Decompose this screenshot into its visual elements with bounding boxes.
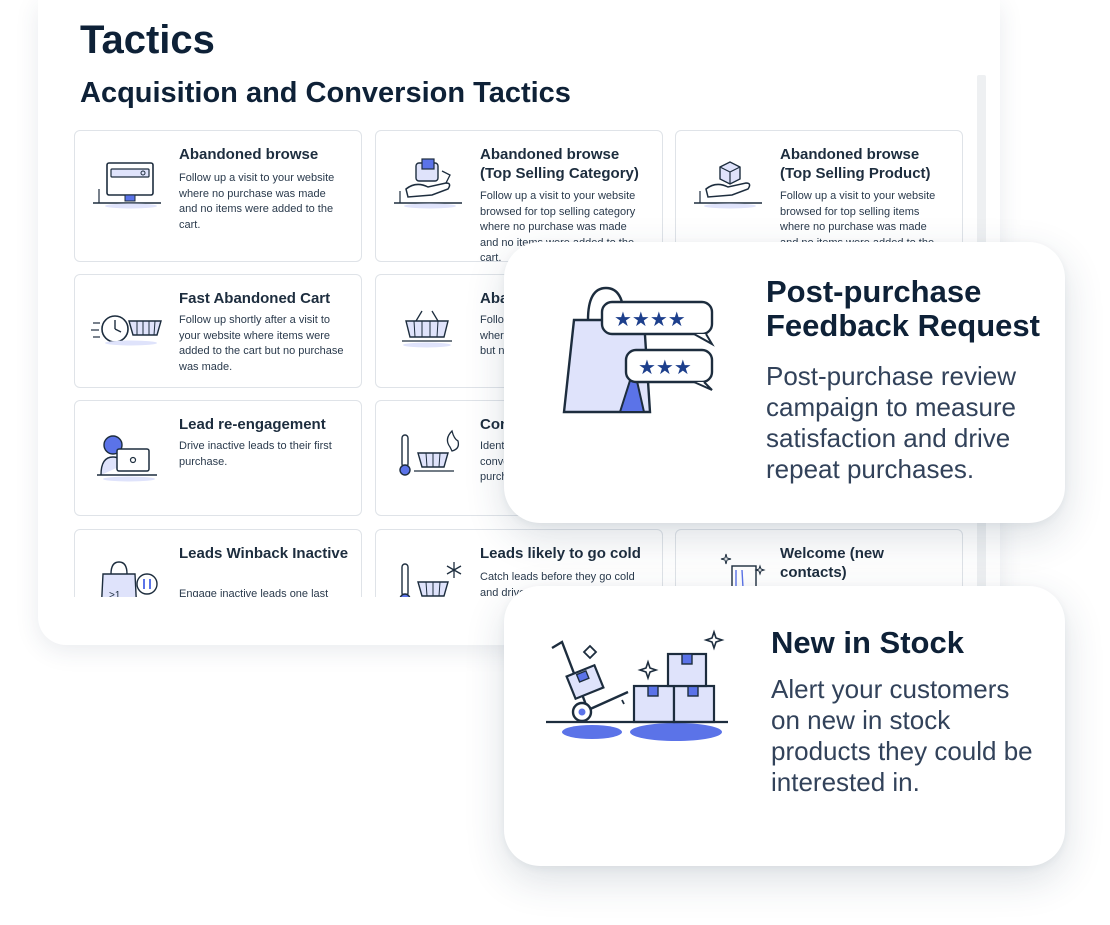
hand-box-icon <box>694 161 762 209</box>
computer-browse-icon <box>93 162 161 209</box>
card-description: Engage inactive leads one last time <box>179 588 329 597</box>
card-description: Drive inactive leads to their first purc… <box>179 440 332 468</box>
card-abandoned-browse[interactable]: Abandoned browse Follow up a visit to yo… <box>74 130 362 262</box>
card-title: Aba <box>480 290 509 307</box>
card-title: Leads likely to go cold <box>480 545 641 562</box>
hand-truck-boxes-icon <box>546 629 728 741</box>
svg-text:★★★★: ★★★★ <box>614 307 686 331</box>
card-title: Leads Winback Inactive <box>179 545 349 562</box>
thermometer-basket-snow-icon <box>399 562 462 597</box>
page-title: Tactics <box>80 18 215 62</box>
bag-pause-icon: >1 <box>101 561 158 597</box>
feature-title: New in Stock <box>771 625 964 660</box>
card-leads-winback-inactive[interactable]: >1 Leads Winback Inactive Engage inactiv… <box>74 529 362 597</box>
tactics-grid: Abandoned browse Follow up a visit to yo… <box>70 126 970 597</box>
card-fast-abandoned-cart[interactable]: Fast Abandoned Cart Follow up shortly af… <box>74 274 362 388</box>
card-description: Catch leads before they go cold and driv… <box>480 571 635 597</box>
card-leads-likely-to-go-cold[interactable]: Leads likely to go cold Catch leads befo… <box>375 529 663 597</box>
card-title: Abandoned browse (Top Selling Product) <box>780 146 931 182</box>
card-title: Con <box>480 416 510 433</box>
card-title: Fast Abandoned Cart <box>179 290 331 307</box>
card-abandoned-browse-top-category[interactable]: Abandoned browse (Top Selling Category) … <box>375 130 663 264</box>
card-description: Follow up a visit to your website where … <box>179 172 335 231</box>
feature-description: Alert your customers on new in stock pro… <box>771 674 1033 797</box>
svg-text:>1: >1 <box>109 590 121 597</box>
basket-icon <box>402 310 452 348</box>
hand-product-icon <box>394 158 462 209</box>
card-title: Abandoned browse <box>179 146 319 163</box>
card-description: Ident conve purch <box>480 440 510 483</box>
feature-description: Post-purchase review campaign to measure… <box>766 361 1017 484</box>
shopping-bag-star-reviews-icon: ★★★★ ★★★ <box>562 286 715 414</box>
card-title: Lead re-engagement <box>179 416 326 433</box>
svg-text:★★★: ★★★ <box>638 355 692 379</box>
thermometer-basket-fire-icon <box>399 429 460 476</box>
card-lead-re-engagement[interactable]: Lead re-engagement Drive inactive leads … <box>74 400 362 516</box>
section-title: Acquisition and Conversion Tactics <box>80 77 571 109</box>
card-description: Follo where but n <box>480 314 510 357</box>
card-description: Follow up shortly after a visit to your … <box>179 314 344 373</box>
person-laptop-icon <box>97 435 157 482</box>
stopwatch-basket-icon <box>91 315 162 346</box>
card-title: Welcome (new contacts) <box>780 545 884 581</box>
feature-title: Post-purchase Feedback Request <box>766 274 1040 343</box>
card-title: Abandoned browse (Top Selling Category) <box>480 146 639 182</box>
feature-card-post-purchase-feedback[interactable]: ★★★★ ★★★ Post-purchase Feedback Request … <box>504 242 1065 523</box>
feature-card-new-in-stock[interactable]: New in Stock Alert your customers on new… <box>504 586 1065 866</box>
card-welcome-new-contacts[interactable]: Welcome (new contacts) <box>675 529 963 597</box>
